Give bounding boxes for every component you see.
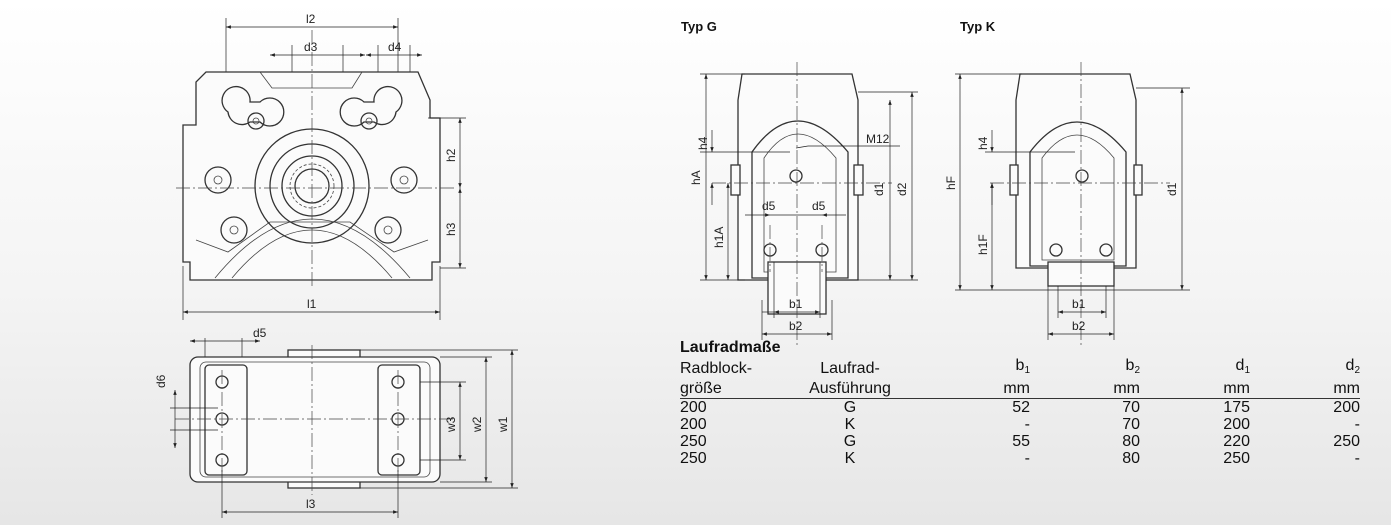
table-cell: - <box>1354 450 1360 467</box>
label-h1f: h1F <box>976 234 990 255</box>
label-b2-g: b2 <box>789 319 803 333</box>
label-m12: M12 <box>866 132 890 146</box>
header-b2-unit: mm <box>1030 380 1140 399</box>
typ-g-title: Typ G <box>681 19 717 34</box>
table-cell: 70 <box>1122 399 1140 416</box>
label-h3: h3 <box>444 222 458 236</box>
table-row: 200 G 52 70 175 200 <box>680 399 1360 417</box>
label-d1-k: d1 <box>1165 182 1179 196</box>
label-d5-g-left: d5 <box>762 199 776 213</box>
label-ha: hA <box>689 170 703 185</box>
table-cell: 250 <box>680 433 707 450</box>
table-cell: 80 <box>1122 433 1140 450</box>
header-b1: b1 <box>1015 357 1030 376</box>
label-d3: d3 <box>304 40 318 54</box>
header-radblock-1: Radblock- <box>680 359 753 377</box>
header-b1-unit: mm <box>920 380 1030 399</box>
table-cell: 200 <box>680 416 707 433</box>
top-view: d5 d6 w3 w2 w1 l3 <box>154 326 518 518</box>
label-h2: h2 <box>444 148 458 162</box>
label-h4: h4 <box>696 136 710 150</box>
header-d2-unit: mm <box>1250 380 1360 399</box>
label-d2-g: d2 <box>895 182 909 196</box>
header-d1-unit: mm <box>1140 380 1250 399</box>
table-row: 250 G 55 80 220 250 <box>680 433 1360 450</box>
label-d6: d6 <box>154 374 168 388</box>
table-cell: 250 <box>680 450 707 467</box>
table-cell: 250 <box>1223 450 1250 467</box>
label-w1: w1 <box>496 416 510 433</box>
header-radblock-2: größe <box>680 380 780 399</box>
typ-k-view: hF h1F h4 d1 b1 b2 <box>944 62 1190 345</box>
label-b1-g: b1 <box>789 297 803 311</box>
table-cell: - <box>1024 416 1030 433</box>
label-b2-k: b2 <box>1072 319 1086 333</box>
header-d2: d2 <box>1345 357 1360 376</box>
table-row: 250 K - 80 250 - <box>680 450 1360 467</box>
label-b1-k: b1 <box>1072 297 1086 311</box>
table-cell: 55 <box>1012 433 1030 450</box>
table-cell: 200 <box>1333 399 1360 416</box>
table-cell: K <box>844 416 856 433</box>
label-d5: d5 <box>253 326 267 340</box>
table-cell: G <box>843 399 857 416</box>
label-hf: hF <box>944 176 958 190</box>
label-d1-g: d1 <box>872 182 886 196</box>
label-d4: d4 <box>388 40 402 54</box>
header-laufrad-2: Ausführung <box>780 380 920 399</box>
table-cell: 80 <box>1122 450 1140 467</box>
table-cell: 250 <box>1333 433 1360 450</box>
label-h1a: h1A <box>712 227 726 248</box>
label-l3: l3 <box>306 497 316 511</box>
label-l1: l1 <box>307 297 317 311</box>
table-cell: 220 <box>1223 433 1250 450</box>
table-cell: 52 <box>1012 399 1030 416</box>
table-cell: 200 <box>680 399 707 416</box>
table-title: Laufradmaße <box>680 339 781 356</box>
table-cell: 175 <box>1223 399 1250 416</box>
table-cell: - <box>1024 450 1030 467</box>
label-l2: l2 <box>306 12 316 26</box>
typ-k-title: Typ K <box>960 19 996 34</box>
label-d5-g-right: d5 <box>812 199 826 213</box>
typ-g-view: M12 hA h1A h4 d5 d5 d1 d2 b1 <box>689 62 918 345</box>
table-cell: G <box>843 433 857 450</box>
wheel-dimensions-table: Laufradmaße Radblock- Laufrad- b1 b2 d1 … <box>680 339 1360 467</box>
table-row: 200 K - 70 200 - <box>680 416 1360 433</box>
table-cell: - <box>1354 416 1360 433</box>
header-b2: b2 <box>1125 357 1140 376</box>
label-w3: w3 <box>444 416 458 433</box>
header-laufrad-1: Laufrad- <box>820 359 880 377</box>
label-w2: w2 <box>470 416 484 433</box>
label-h4-k: h4 <box>976 136 990 150</box>
table-cell: K <box>844 450 856 467</box>
table-cell: 70 <box>1122 416 1140 433</box>
table-cell: 200 <box>1223 416 1250 433</box>
front-view: l2 d3 d4 <box>176 12 466 320</box>
header-d1: d1 <box>1235 357 1250 376</box>
